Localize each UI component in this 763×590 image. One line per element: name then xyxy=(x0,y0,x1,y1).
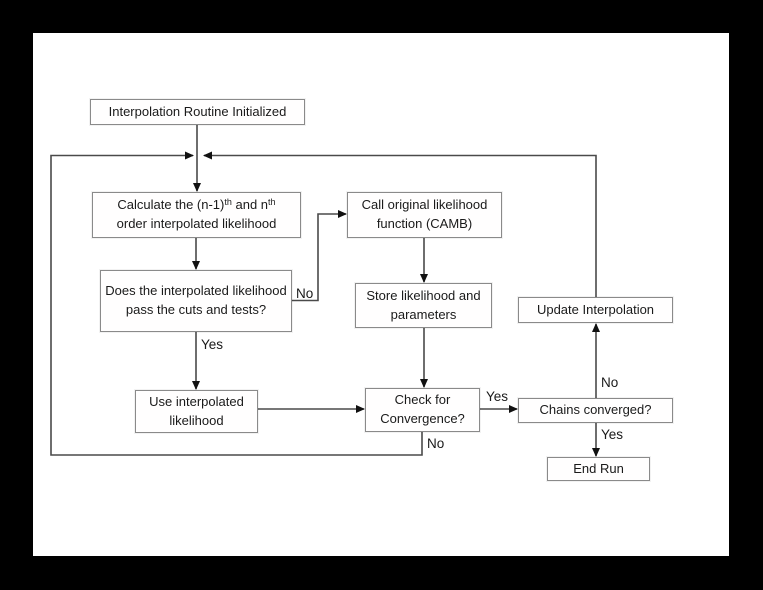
node-store-likelihood-parameters: Store likelihood and parameters xyxy=(355,283,492,328)
node-chains-converged-decision: Chains converged? xyxy=(518,398,673,423)
node-calculate-interpolated-likelihood: Calculate the (n-1)th and nth order inte… xyxy=(92,192,301,238)
node-label: Does the interpolated likelihood pass th… xyxy=(105,283,287,317)
node-update-interpolation: Update Interpolation xyxy=(518,297,673,323)
node-label: Call original likelihood function (CAMB) xyxy=(361,197,488,231)
superscript-th: th xyxy=(268,197,276,208)
edge-label-no-chains: No xyxy=(601,375,619,390)
edge-label-yes-check: Yes xyxy=(486,389,509,404)
edge-label-no-cuts: No xyxy=(296,286,314,301)
node-call-original-likelihood: Call original likelihood function (CAMB) xyxy=(347,192,502,238)
node-label: Calculate the (n-1)th and nth order inte… xyxy=(116,197,277,231)
superscript-th: th xyxy=(224,197,232,208)
node-label: Chains converged? xyxy=(539,402,652,418)
node-cuts-and-tests-decision: Does the interpolated likelihood pass th… xyxy=(100,270,292,332)
node-interpolation-routine-initialized: Interpolation Routine Initialized xyxy=(90,99,305,125)
node-label: Store likelihood and parameters xyxy=(366,287,481,322)
node-label: Update Interpolation xyxy=(536,301,655,317)
node-label: Check for Convergence? xyxy=(380,392,465,426)
node-use-interpolated-likelihood: Use interpolated likelihood xyxy=(135,390,258,433)
node-label: End Run xyxy=(573,460,624,476)
node-end-run: End Run xyxy=(547,457,650,481)
edge-label-yes-cuts: Yes xyxy=(201,337,224,352)
node-label: Use interpolated likelihood xyxy=(149,393,244,428)
edge-label-no-check: No xyxy=(427,436,445,451)
edge-label-yes-chains: Yes xyxy=(601,427,624,442)
node-label: Interpolation Routine Initialized xyxy=(108,103,287,119)
node-check-for-convergence: Check for Convergence? xyxy=(365,388,480,432)
